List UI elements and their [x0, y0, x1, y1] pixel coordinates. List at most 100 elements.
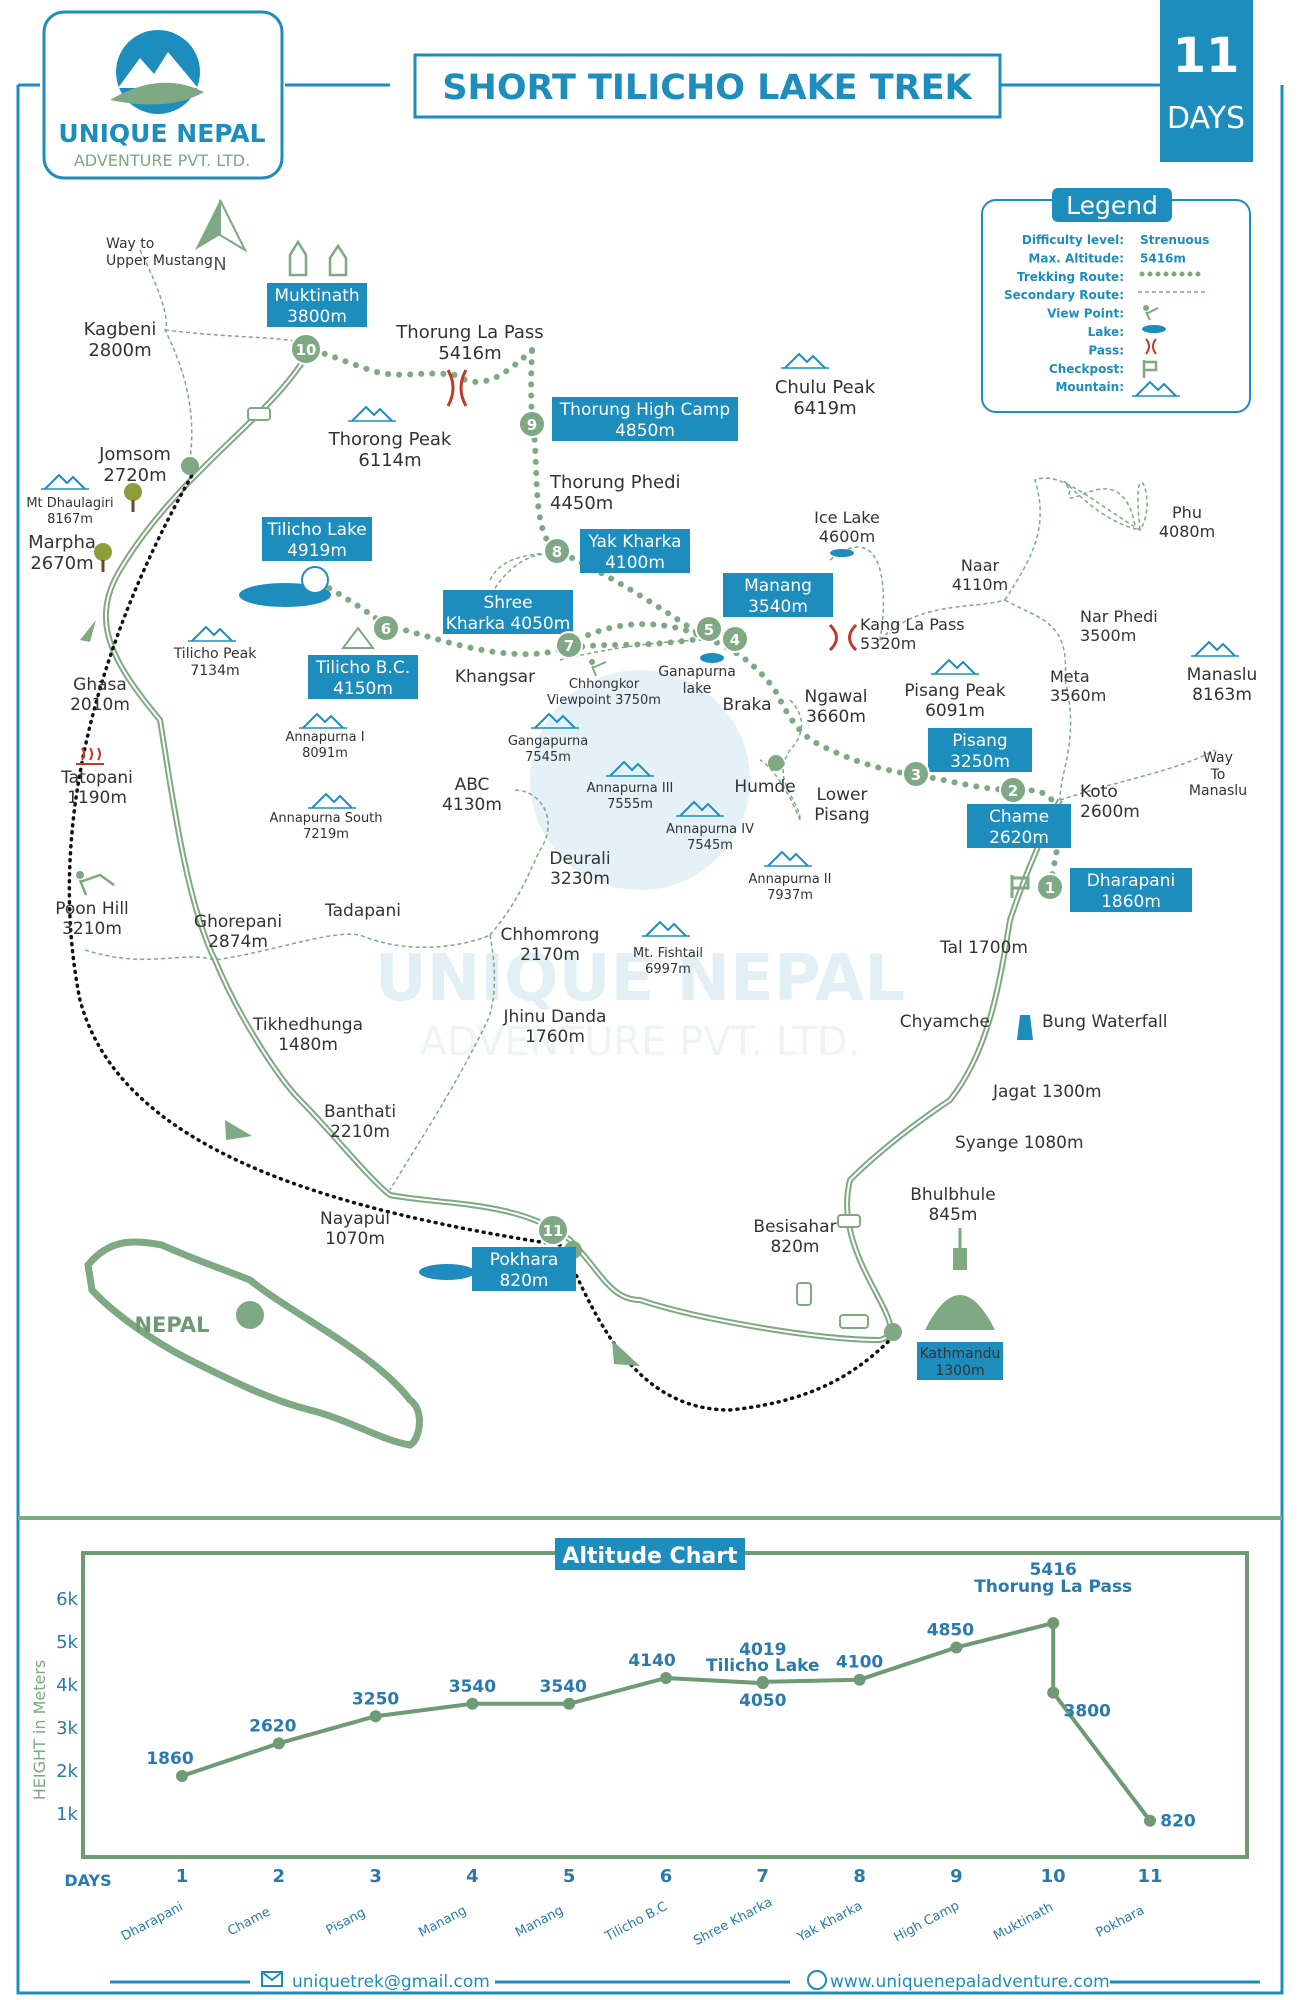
stop-name: Thorung High Camp	[559, 400, 730, 420]
stop-name: Yak Kharka	[587, 532, 681, 552]
x-tick-label: 3	[369, 1866, 382, 1887]
altitude-point	[1047, 1617, 1060, 1630]
place-altitude: 6997m	[645, 962, 691, 977]
footer: uniquetrek@gmail.com www.uniquenepaladve…	[110, 1970, 1260, 1992]
altitude-value: 820	[1160, 1812, 1196, 1832]
place-altitude: 1760m	[525, 1027, 585, 1047]
place-name: Tilicho Peak	[173, 646, 258, 662]
stop-altitude: 4850m	[615, 421, 675, 441]
nepal-inset-map: NEPAL	[84, 1238, 423, 1449]
place-altitude: 2210m	[330, 1122, 390, 1142]
place-name: Kang La Pass	[860, 615, 965, 634]
legend-key: Pass:	[1088, 343, 1124, 357]
place-name: Way to	[106, 236, 154, 252]
place-name: Way	[1203, 750, 1233, 766]
altitude-value: 3540	[540, 1677, 587, 1697]
footer-email[interactable]: uniquetrek@gmail.com	[292, 1972, 490, 1992]
x-day-place: Pokhara	[1094, 1903, 1147, 1941]
legend-value: Strenuous	[1140, 233, 1209, 247]
x-day-place: High Camp	[891, 1898, 962, 1945]
x-day-place: Chame	[225, 1905, 273, 1940]
footer-website[interactable]: www.uniquenepaladventure.com	[830, 1972, 1110, 1992]
place-altitude: 5416m	[438, 343, 501, 364]
place-altitude: 8091m	[302, 746, 348, 761]
place-name: Tatopani	[60, 768, 133, 788]
place-name: Meta	[1050, 667, 1090, 686]
place-name: Ngawal	[805, 687, 868, 707]
place-name: Naar	[961, 556, 1000, 575]
email-icon	[261, 1971, 283, 1987]
place-name: Marpha	[28, 532, 96, 553]
viewpoint-icon	[1143, 305, 1159, 321]
stops-layer: Dharapani1860m1Chame2620m2Pisang3250m3Ma…	[262, 283, 1192, 1291]
place-name: Mt Dhaulagiri	[26, 496, 113, 511]
stop-name: Pokhara	[490, 1250, 559, 1270]
place-name: Banthati	[324, 1102, 396, 1122]
place-altitude: 820m	[770, 1237, 819, 1257]
place-altitude: 7545m	[525, 750, 571, 765]
page-title: SHORT TILICHO LAKE TREK	[442, 68, 973, 108]
vehicle-icons	[247, 407, 869, 1329]
place-altitude: 6419m	[793, 398, 856, 419]
altitude-point	[756, 1675, 769, 1688]
svg-text:ADVENTURE PVT. LTD.: ADVENTURE PVT. LTD.	[420, 1019, 861, 1065]
x-tick-label: 1	[176, 1866, 189, 1887]
place-altitude: lake	[683, 681, 712, 697]
altitude-value: 5416	[1030, 1560, 1077, 1580]
place-altitude: 2800m	[88, 340, 151, 361]
x-tick-label: 4	[466, 1866, 479, 1887]
legend-key: Checkpost:	[1049, 362, 1124, 376]
place-altitude: 3210m	[62, 919, 122, 939]
place-name: Chhomrong	[501, 925, 600, 945]
legend-key: Trekking Route:	[1017, 270, 1124, 284]
place-altitude: Pisang	[814, 805, 869, 825]
stop-number: 2	[1008, 782, 1018, 800]
trees-icon	[94, 483, 142, 572]
place-altitude: 1300m	[935, 1363, 984, 1379]
place-name: Annapurna I	[285, 730, 364, 745]
chhongkor-viewpoint-icon	[589, 659, 607, 677]
place-name: Pisang Peak	[904, 681, 1005, 701]
place-name: Annapurna III	[587, 781, 674, 796]
dharapani-checkpost-icon	[1010, 875, 1030, 898]
place-altitude: 4130m	[442, 795, 502, 815]
altitude-chart: Altitude Chart HEIGHT in Meters DAYS 1k2…	[30, 1538, 1249, 1949]
place-name: Khangsar	[455, 667, 535, 687]
lake-icon	[1142, 325, 1166, 333]
altitude-point	[1144, 1814, 1156, 1827]
kang-la-pass-icon	[828, 623, 858, 652]
altitude-value: 3800	[1064, 1702, 1111, 1722]
altitude-point	[950, 1641, 963, 1654]
legend-key: Max. Altitude:	[1028, 251, 1124, 265]
place-name: Ghorepani	[194, 912, 282, 932]
altitude-point	[853, 1673, 866, 1686]
y-tick-label: 5k	[56, 1632, 78, 1653]
altitude-value: 1860	[146, 1749, 193, 1769]
place-name: Besisahar	[753, 1217, 836, 1237]
place-name: Lower	[817, 785, 868, 805]
stop-number: 7	[564, 637, 574, 655]
place-altitude: 7937m	[767, 888, 813, 903]
place-name: Mt. Fishtail	[633, 946, 703, 961]
place-altitude: 8167m	[47, 512, 93, 527]
place-name: Braka	[722, 695, 771, 715]
x-day-place: Muktinath	[991, 1900, 1056, 1944]
x-day-place: Tilicho B.C	[602, 1899, 670, 1945]
place-name: Annapurna South	[269, 811, 382, 826]
stop-5: 5	[695, 615, 723, 643]
svg-text:N: N	[213, 254, 226, 275]
place-altitude: 8163m	[1192, 685, 1252, 705]
place-name: Annapurna II	[749, 872, 832, 887]
stop-altitude: 3800m	[287, 307, 347, 327]
tilicho-bc-tent-icon	[341, 626, 375, 649]
poon-hill-viewpoint-icon	[76, 871, 115, 896]
place-altitude: 3500m	[1080, 626, 1136, 645]
place-name: Manaslu	[1187, 665, 1258, 685]
brand-logo: UNIQUE NEPAL ADVENTURE PVT. LTD.	[42, 10, 284, 180]
x-day-place: Yak Kharka	[794, 1899, 865, 1946]
